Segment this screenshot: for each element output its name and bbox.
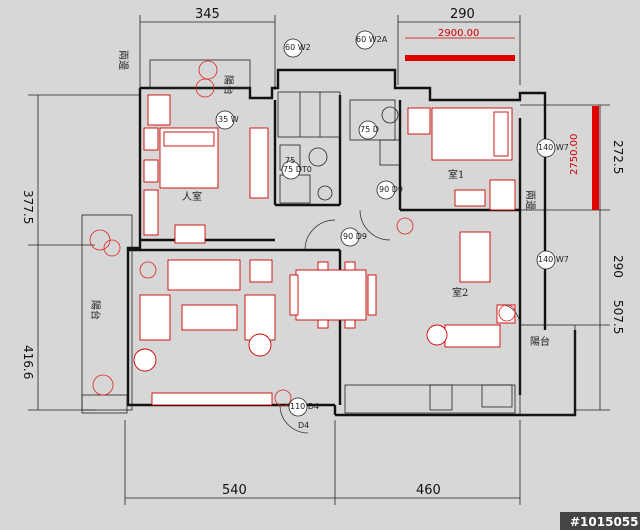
room-label-bedroom2: 室2 [452,286,468,299]
plants [89,60,516,407]
width-marker-text: 2900.00 [438,28,479,39]
tag-text-10: 35 W [218,115,239,124]
tag-text-8: 60 W2 [285,43,311,52]
top-balcony [149,59,251,89]
tag-text-9: 60 W2A [356,35,388,44]
tag-text-1: 75 DT0 [283,165,312,174]
dim-right-b: 290 [611,255,625,278]
dim-right-c: 507.5 [611,300,625,334]
red-height-marker: 2750.00 [569,106,599,210]
tag-text-6: 140 W7 [538,255,569,264]
right-balcony [519,324,576,416]
dim-right-a: 272.5 [611,140,625,174]
dim-top-right: 290 [450,7,475,22]
balcony-label-top: 陽台 [222,75,235,95]
door-tags [215,30,556,417]
side-label-top: 兩邊 [117,50,130,70]
height-marker-text: 2750.00 [569,134,580,175]
dim-left-lower: 416.6 [21,345,35,379]
door-arcs [279,209,521,434]
dimension-lines [28,15,610,505]
door-label-bottom: D4 [298,421,309,430]
dim-bottom-left: 540 [222,483,247,498]
balcony-label-right: 陽台 [530,335,550,348]
balcony-label-left: 陽台 [89,300,102,320]
dim-left-upper: 377.5 [21,190,35,224]
watermark: #1015055 [570,515,639,529]
second-bedroom-furniture [407,107,516,211]
watermark-bg [560,512,640,530]
room-label-master: 人室 [182,190,202,203]
tag-text-3: 90 D9 [379,185,403,194]
dim-top-left: 345 [195,7,220,22]
side-label-right: 兩邊 [524,190,537,210]
left-balcony [81,214,133,411]
room-label-bedroom1: 室1 [448,168,464,181]
tag-text-2: 75 D [360,125,379,134]
tag-text-5: 140 W7 [538,143,569,152]
dim-bottom-right: 460 [416,483,441,498]
living-room-furniture [133,231,516,406]
tag-text-4: 90 D9 [343,232,367,241]
tag-text-7: 110 D4 [290,402,319,411]
tag-text-11: 75 [285,156,295,165]
bathroom [277,91,401,204]
red-width-marker: 2900.00 [405,28,515,61]
kitchen-counter [344,384,516,414]
master-bedroom-furniture [143,94,269,244]
